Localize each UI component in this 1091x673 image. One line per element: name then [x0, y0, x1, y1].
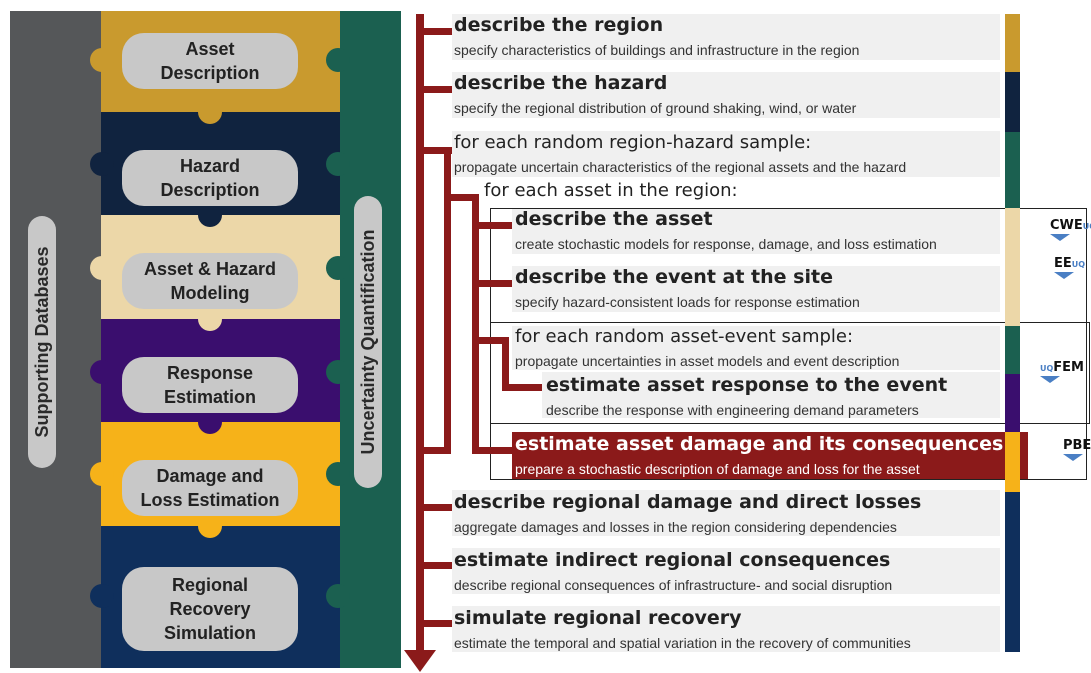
step-title: estimate asset response to the event [546, 374, 948, 396]
branch-damage [472, 447, 512, 454]
knob-connector [198, 410, 222, 434]
damage-step-highlight [512, 432, 1028, 479]
step-description: describe regional consequences of infras… [454, 577, 893, 593]
branch-asset [472, 222, 512, 229]
loop-title: for each asset in the region: [484, 180, 738, 201]
knob-connector [198, 203, 222, 227]
step-bg [512, 266, 1000, 312]
uq-label: Uncertainty Quantification [358, 229, 378, 455]
step-title: describe the hazard [454, 72, 668, 94]
knob-side [326, 152, 350, 176]
sample-loop-return [424, 447, 451, 454]
step-bg [452, 490, 1000, 536]
supporting-databases-label: Supporting Databases [32, 246, 52, 438]
step-title: describe the event at the site [515, 266, 833, 288]
step-bg [452, 72, 1000, 118]
step-bg [452, 548, 1000, 594]
step-description: specify characteristics of buildings and… [454, 42, 860, 58]
knob-side [90, 256, 114, 280]
supporting-databases-label-bg [28, 216, 56, 468]
step-title: simulate regional recovery [454, 607, 742, 629]
step-description: specify hazard-consistent loads for resp… [515, 294, 860, 310]
step-description: specify the regional distribution of gro… [454, 100, 857, 116]
step-bg [512, 208, 1000, 254]
knob-side [90, 584, 114, 608]
knob-connector [198, 514, 222, 538]
knob-side [90, 462, 114, 486]
step-title: estimate asset damage and its consequenc… [515, 433, 1004, 455]
knob-side [90, 48, 114, 72]
branch-sample-loop [424, 147, 452, 154]
knob-side [326, 360, 350, 384]
branch-hazard [424, 86, 452, 93]
knob-connector [198, 307, 222, 331]
stage-strip-asset [1005, 14, 1020, 72]
branch-regional-damage [424, 504, 452, 511]
step-description: estimate the temporal and spatial variat… [454, 635, 911, 651]
loop-description: propagate uncertain characteristics of t… [454, 159, 907, 175]
step-bg [512, 326, 1000, 370]
branch-recovery [424, 620, 452, 627]
step-bg [452, 606, 1000, 652]
pbe-logo: PBE [1063, 438, 1091, 461]
knob-side [90, 152, 114, 176]
stage-strip-response [1005, 374, 1020, 432]
step-title: estimate indirect regional consequences [454, 549, 891, 571]
knob-side [326, 256, 350, 280]
branch-response [502, 384, 542, 391]
stage-strip-uq [1005, 132, 1020, 208]
loop-title: for each random asset-event sample: [515, 326, 854, 347]
asset-loop-line [472, 194, 479, 454]
branch-event [472, 280, 512, 287]
step-description: describe the response with engineering d… [546, 402, 919, 418]
sample-loop-line [444, 147, 451, 454]
step-title: describe the asset [515, 208, 713, 230]
main-flow-line [416, 14, 424, 658]
step-title: describe regional damage and direct loss… [454, 491, 922, 513]
step-description: prepare a stochastic description of dama… [515, 461, 920, 477]
step-description: aggregate damages and losses in the regi… [454, 519, 897, 535]
event-loop-entry [479, 337, 509, 344]
stage-strip-recovery [1005, 492, 1020, 652]
step-title: describe the region [454, 14, 664, 36]
step-bg [542, 372, 1000, 418]
knob-connector [198, 100, 222, 124]
knob-side [326, 462, 350, 486]
knob-side [90, 360, 114, 384]
stage-strip-modeling [1005, 208, 1020, 326]
fem-uq-logo: UQFEM [1040, 360, 1084, 383]
branch-asset-loop [444, 194, 478, 201]
loop-description: propagate uncertainties in asset models … [515, 353, 900, 369]
main-flow-arrowhead [404, 650, 436, 672]
loop-title: for each random region-hazard sample: [454, 132, 812, 153]
branch-indirect [424, 562, 452, 569]
cwe-uq-logo: CWEUQ [1050, 218, 1091, 241]
event-loop-line [502, 337, 509, 391]
supporting-databases-rail [10, 11, 103, 668]
uq-label-bg [354, 196, 382, 488]
step-description: create stochastic models for response, d… [515, 236, 937, 252]
branch-region [424, 28, 452, 35]
knob-side [326, 584, 350, 608]
stage-strip-damage [1005, 432, 1020, 492]
stage-strip-uq [1005, 326, 1020, 374]
knob-side [326, 48, 350, 72]
event-loop-box [490, 322, 1090, 424]
step-bg [452, 131, 1000, 177]
step-bg [452, 14, 1000, 60]
stage-strip-hazard [1005, 72, 1020, 132]
ee-uq-logo: EEUQ [1054, 256, 1085, 279]
